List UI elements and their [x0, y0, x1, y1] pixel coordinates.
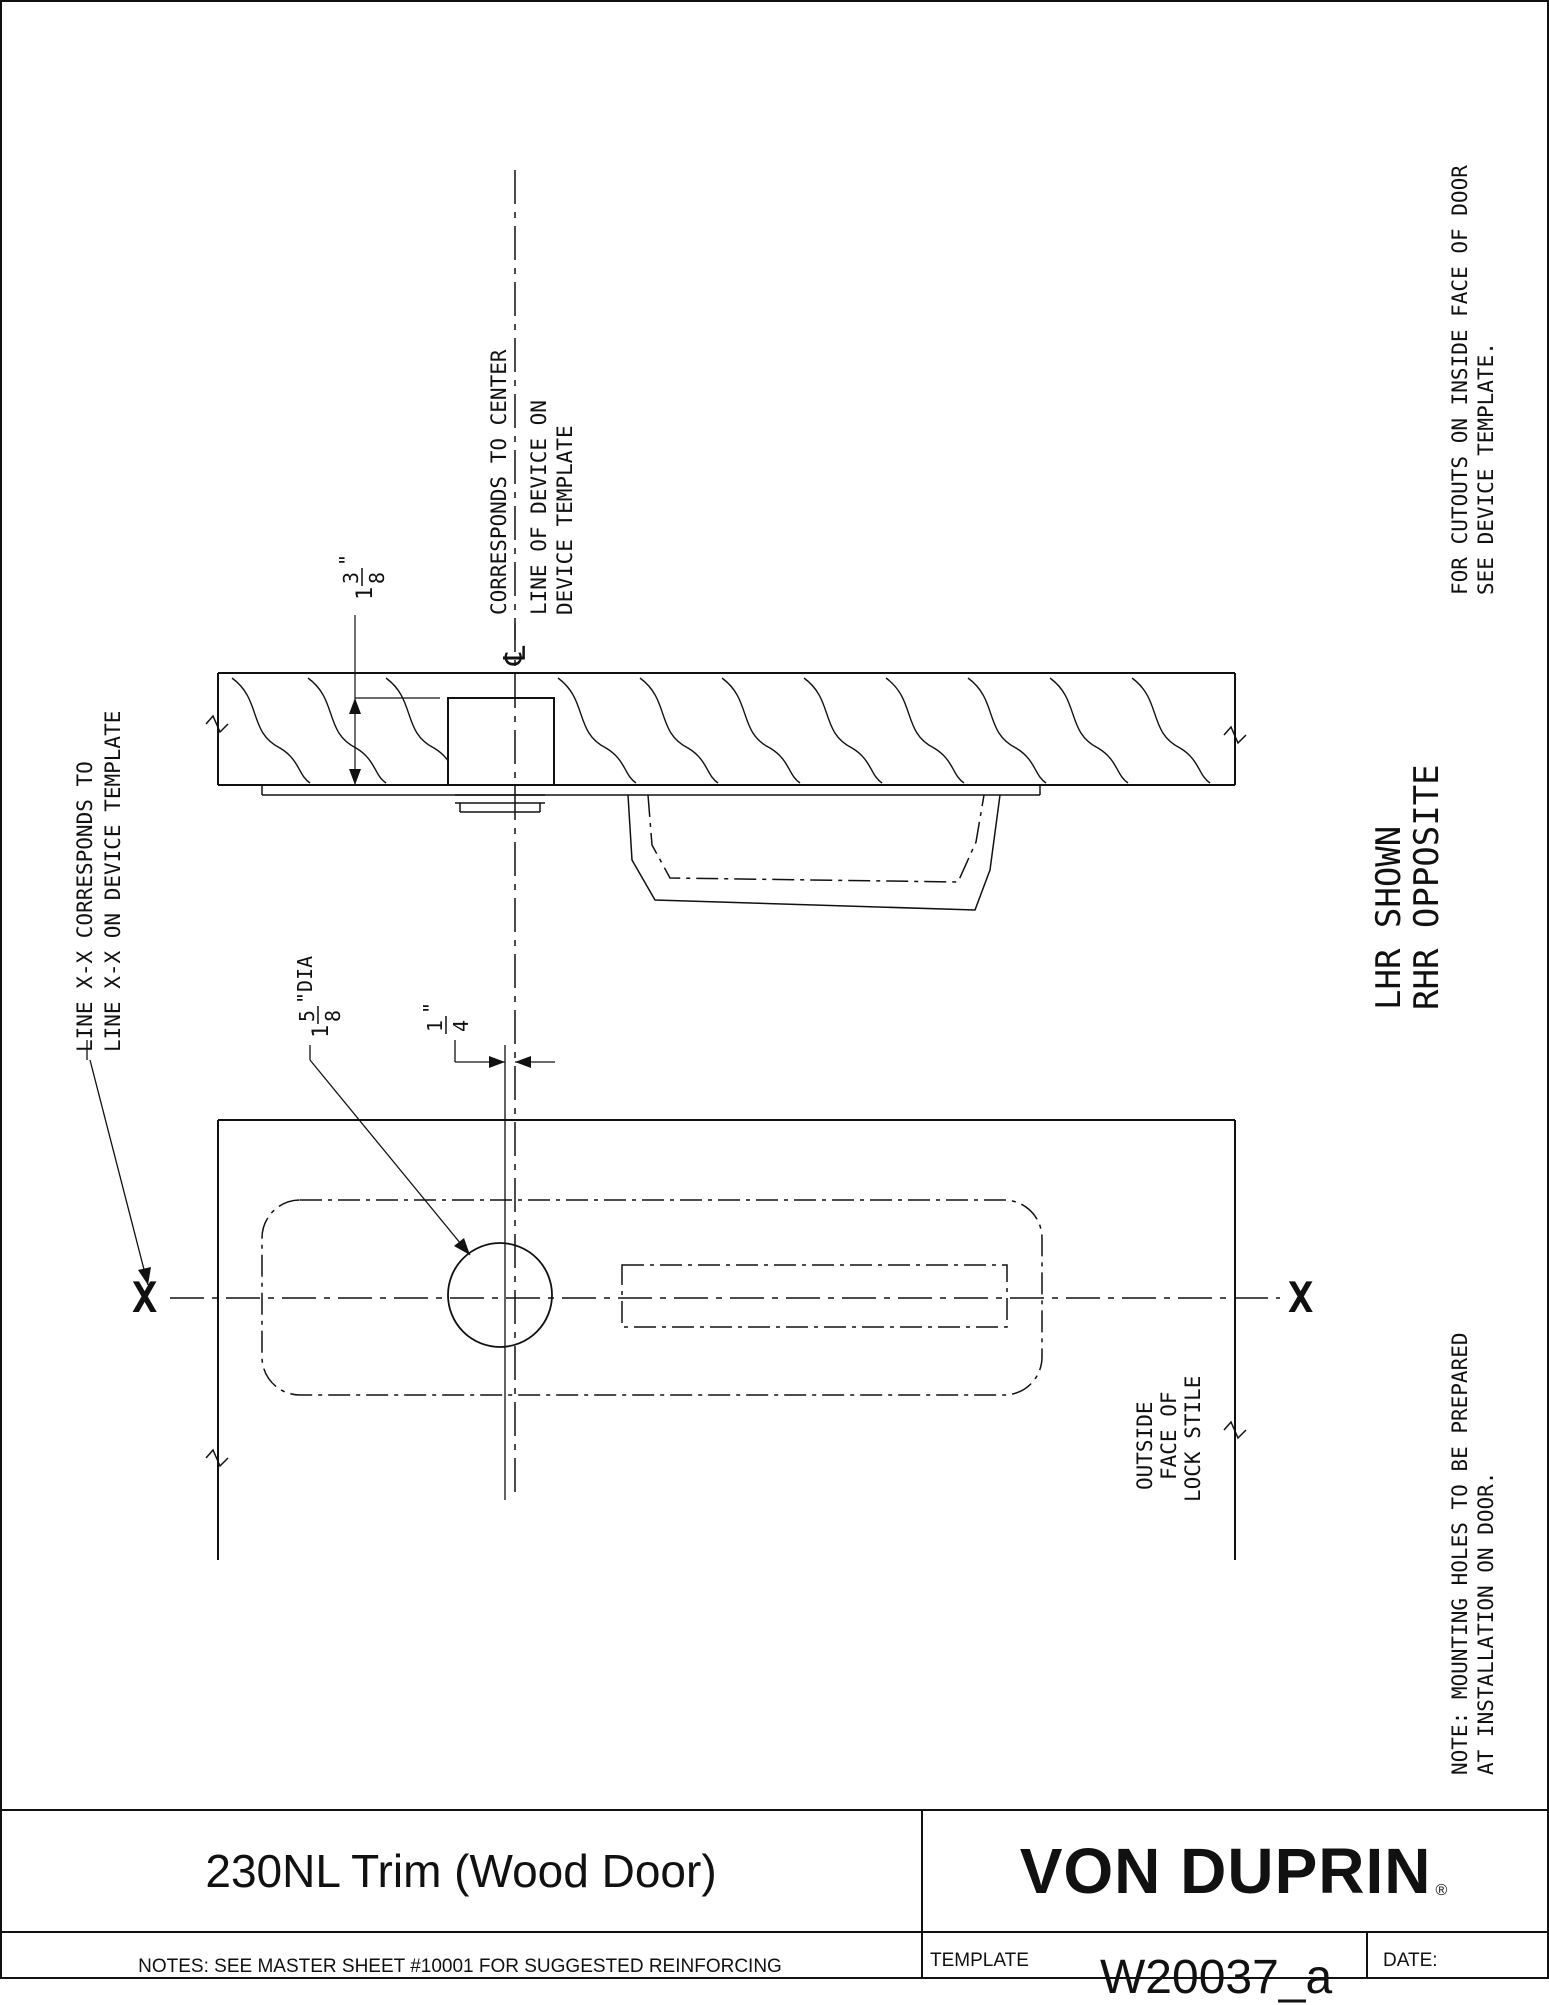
dim-thickness-whole: 1: [353, 587, 378, 600]
lever-handle-outline: [627, 794, 1001, 911]
dim-offset-den: 4: [449, 1020, 473, 1032]
dim-hole-unit: "DIA: [293, 956, 317, 1004]
template-title: 230NL Trim (Wood Door): [205, 1845, 717, 1897]
title-block-title: 230NL Trim (Wood Door): [2, 1812, 920, 1930]
dim-hole-dia: 1 5 8 "DIA: [293, 956, 345, 1038]
label-centerline-2: LINE OF DEVICE ON: [527, 400, 551, 615]
brand-wordmark: VON DUPRIN: [1019, 1835, 1432, 1907]
title-block-note: NOTES: SEE MASTER SHEET #10001 FOR SUGGE…: [138, 1956, 782, 1977]
dim-hole-whole: 1: [309, 1025, 334, 1038]
dim-hole-num: 5: [295, 1010, 319, 1022]
label-centerline-1: CORRESPONDS TO CENTER: [487, 349, 511, 615]
dim-thickness-unit: ": [335, 554, 359, 566]
leader-hole-dia: [309, 1059, 471, 1256]
label-mounting-2: AT INSTALLATION ON DOOR.: [1474, 1472, 1498, 1775]
lever-slot-outline: [621, 1264, 1008, 1328]
dim-offset: 1 4 ": [419, 1002, 473, 1034]
cylinder-bore-section: [447, 697, 555, 786]
dim-offset-unit: ": [419, 1002, 443, 1014]
centerline-symbol: ℄: [498, 645, 533, 666]
door-section-view: [205, 615, 1247, 911]
label-hand-2: RHR OPPOSITE: [1407, 764, 1447, 1010]
registered-mark: ®: [1435, 1882, 1449, 1899]
dim-thickness-num: 3: [339, 572, 363, 584]
template-number-label: TEMPLATE: [930, 1950, 1029, 1971]
label-cutouts-2: SEE DEVICE TEMPLATE.: [1474, 342, 1498, 595]
dim-offset-num: 1: [423, 1020, 447, 1032]
label-hand-1: LHR SHOWN: [1369, 826, 1409, 1010]
label-centerline-3: DEVICE TEMPLATE: [553, 425, 577, 615]
cylinder-collar: [455, 794, 545, 813]
leader-line-xx: [89, 1059, 149, 1286]
x-marker-right: X: [1288, 1273, 1313, 1322]
cylinder-hole: [447, 1242, 553, 1348]
wood-grain-hatch: [231, 677, 1211, 784]
trim-escutcheon-outline: [261, 1199, 1043, 1396]
label-cutouts-1: FOR CUTOUTS ON INSIDE FACE OF DOOR: [1448, 165, 1472, 595]
label-mounting-1: NOTE: MOUNTING HOLES TO BE PREPARED: [1448, 1332, 1472, 1775]
rotated-labels: LINE X-X CORRESPONDS TO LINE X-X ON DEVI…: [73, 165, 1498, 1775]
label-stile-1: OUTSIDE: [1133, 1401, 1157, 1490]
template-number: W20037_a: [1100, 1951, 1333, 2004]
label-line-xx-1: LINE X-X CORRESPONDS TO: [73, 761, 97, 1052]
label-line-xx-2: LINE X-X ON DEVICE TEMPLATE: [101, 711, 125, 1052]
brand-logo: VON DUPRIN®: [924, 1812, 1544, 1930]
title-block-grid: [1, 1809, 1548, 1979]
dim-thickness-den: 8: [365, 572, 389, 584]
label-stile-3: LOCK STILE: [1181, 1376, 1205, 1502]
outside-face-view: [86, 623, 1280, 1560]
x-marker-left: X: [132, 1273, 157, 1322]
date-label: DATE:: [1383, 1950, 1438, 1971]
dim-hole-den: 8: [321, 1010, 345, 1022]
label-stile-2: FACE OF: [1157, 1391, 1181, 1480]
dim-door-thickness: 1 3 8 ": [335, 554, 389, 600]
